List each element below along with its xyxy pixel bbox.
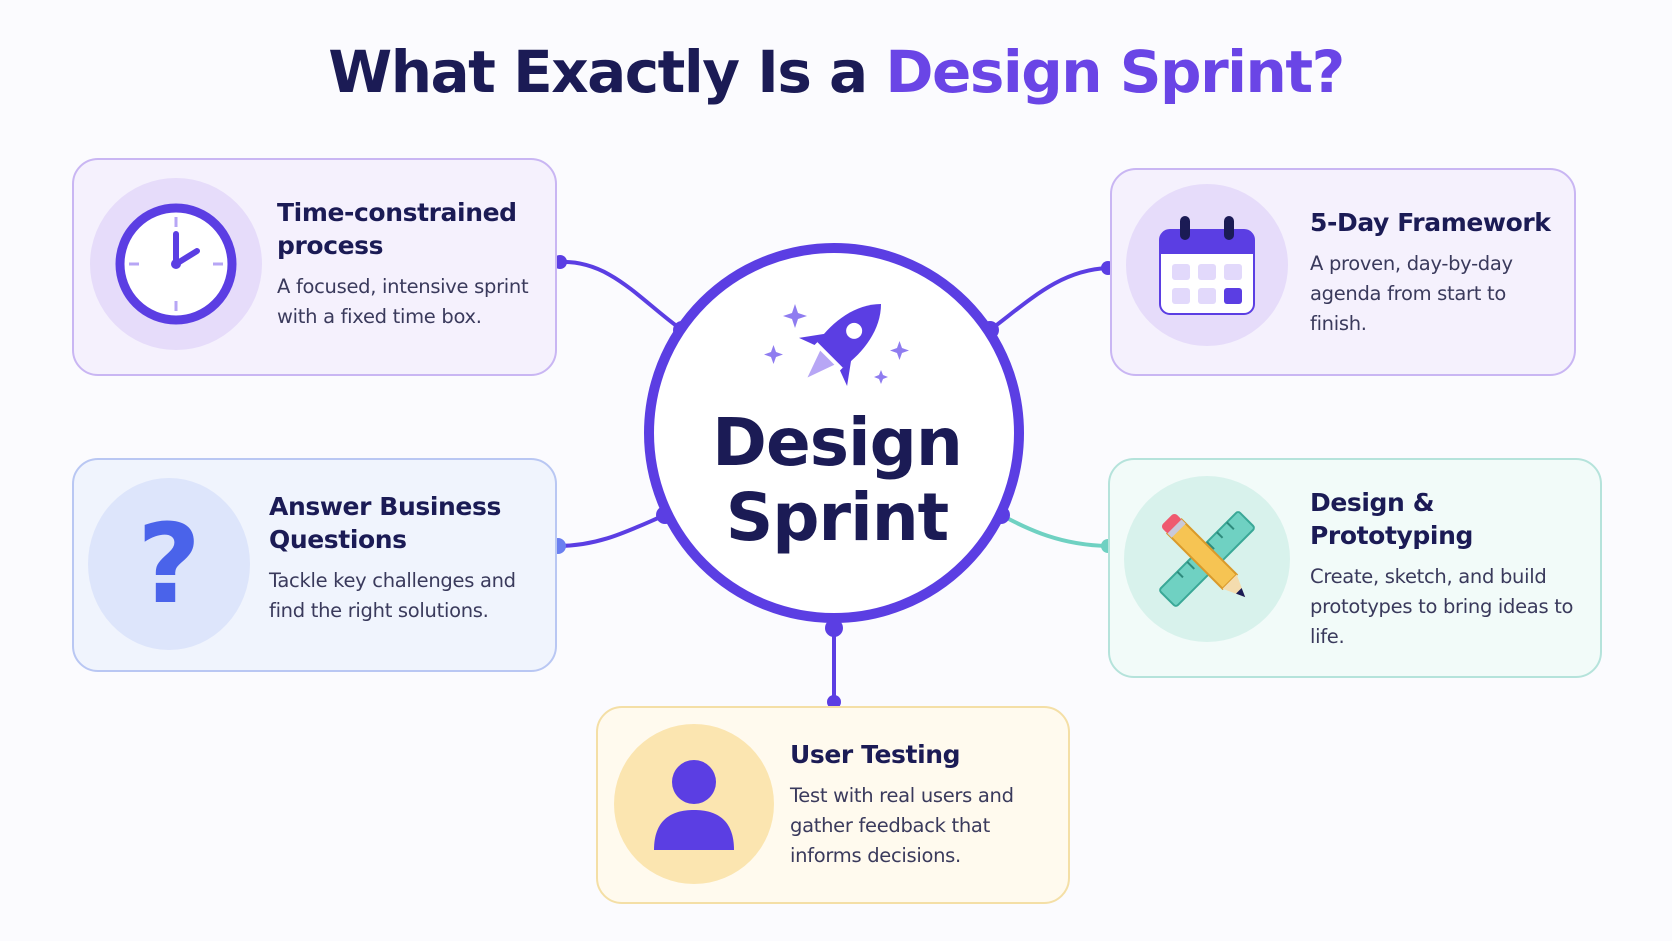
card-time-desc: A focused, intensive sprint with a fixed… [277,275,529,328]
user-icon [614,724,774,884]
title-accent: Design Sprint? [885,38,1345,106]
question-mark-icon: ? [88,478,250,650]
card-user-testing: User Testing Test with real users and ga… [596,706,1070,904]
card-5-day-framework: 5-Day Framework A proven, day-by-day age… [1110,168,1576,376]
card-design-prototyping: Design & Prototyping Create, sketch, and… [1108,458,1602,678]
card-time-title: Time-constrained process [277,198,517,260]
connector-framework [981,261,1115,339]
card-business-questions: ? Answer Business Questions Tackle key c… [72,458,557,672]
pencil-ruler-icon [1124,476,1290,642]
central-circle [644,243,1024,623]
rocket-icon [764,303,909,387]
card-framework-desc: A proven, day-by-day agenda from start t… [1310,252,1513,335]
card-prototyping-title: Design & Prototyping [1310,488,1473,550]
center-label-line1: Design [712,404,963,481]
card-questions-desc: Tackle key challenges and find the right… [269,569,516,622]
card-prototyping-desc: Create, sketch, and build prototypes to … [1310,565,1574,648]
card-testing-desc: Test with real users and gather feedback… [790,784,1014,867]
card-testing-title: User Testing [790,740,961,769]
clock-icon [90,178,262,350]
connector-testing [825,619,843,709]
calendar-icon [1126,184,1288,346]
center-label-line2: Sprint [725,479,950,556]
connector-time [553,255,691,339]
page-title: What Exactly Is a Design Sprint? [0,38,1672,106]
card-framework-title: 5-Day Framework [1310,208,1551,237]
card-questions-title: Answer Business Questions [269,492,501,554]
title-prefix: What Exactly Is a [328,38,886,106]
card-time-constrained: Time-constrained process A focused, inte… [72,158,557,376]
center-label: Design Sprint [612,405,1062,555]
